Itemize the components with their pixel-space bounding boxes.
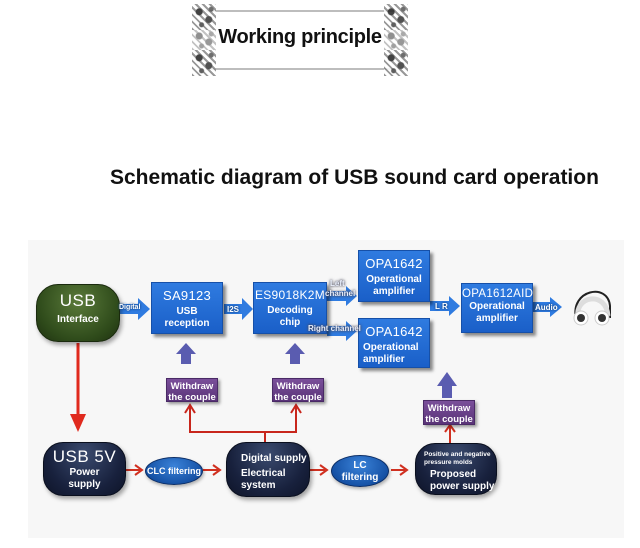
opa1612-title: OPA1612AID	[462, 288, 534, 300]
ornament-side-icon	[384, 30, 408, 50]
title-badge: Working principle	[192, 4, 408, 76]
ornament-corner-icon	[192, 4, 216, 30]
label-digital: Digital	[119, 304, 141, 311]
usb-5v-subtitle-2: supply	[68, 479, 101, 490]
usb-interface-subtitle: Interface	[57, 314, 99, 325]
arrow-up-es9018	[285, 343, 305, 364]
ornament-side-icon	[192, 30, 216, 50]
bipolar-supply-line1: Positive and negative	[424, 451, 491, 458]
badge-title: Working principle	[218, 26, 382, 48]
arrow-up-sa9123	[176, 343, 196, 364]
lc-filter-line1: LC	[353, 460, 367, 471]
digital-supply-node: Digital supply Electrical system	[226, 442, 310, 497]
arrow-usb-to-5v-head	[70, 414, 86, 432]
opa1642-right-subtitle-2: amplifier	[363, 354, 405, 365]
ornament-corner-icon	[384, 4, 408, 30]
arrow-up-amplifier	[437, 372, 457, 398]
es9018-node: ES9018K2M Decoding chip	[253, 282, 327, 334]
bipolar-supply-line4: power supply	[430, 481, 495, 492]
label-right-channel: Right channel	[308, 324, 361, 333]
usb-interface-node: USB Interface	[36, 284, 120, 342]
usb-interface-title: USB	[59, 291, 97, 310]
label-lr: L R	[435, 302, 448, 311]
ornament-corner-icon	[192, 50, 216, 76]
label-channel: channel	[325, 289, 356, 298]
arrow-digital-to-decoupling	[189, 417, 297, 433]
label-i2s: I2S	[227, 305, 240, 314]
arrowhead-digital-to-lc	[319, 464, 329, 476]
arrowhead-5v-to-clc	[134, 464, 144, 476]
opa1612-subtitle-2: amplifier	[476, 313, 518, 324]
arrowhead-clc-to-digital	[212, 464, 222, 476]
headphones-icon	[573, 290, 611, 326]
es9018-title: ES9018K2M	[254, 288, 326, 302]
opa1642-left-subtitle-1: Operational	[366, 274, 422, 285]
arrowhead-bipolar-to-decoupling	[444, 423, 456, 433]
digital-supply-line3: system	[241, 480, 276, 491]
opa1642-left-node: OPA1642 Operational amplifier	[358, 250, 430, 302]
opa1642-left-subtitle-2: amplifier	[373, 286, 415, 297]
clc-filter-node: CLC filtering	[145, 457, 203, 485]
decoupling-sa9123-line2: the couple	[168, 392, 216, 403]
digital-supply-line2: Electrical	[241, 468, 286, 479]
bipolar-supply-line3: Proposed	[430, 469, 477, 480]
arrowhead-lc-to-bipolar	[399, 464, 409, 476]
ornament-corner-icon	[384, 50, 408, 76]
sa9123-title: SA9123	[162, 288, 212, 303]
opa1612-node: OPA1612AID Operational amplifier	[461, 283, 533, 333]
sa9123-node: SA9123 USB reception	[151, 282, 223, 334]
decoupling-amplifier-line1: Withdraw	[427, 403, 471, 414]
bipolar-supply-line2: pressure molds	[424, 459, 473, 466]
title-badge-frame	[206, 10, 394, 70]
usb-5v-title: USB 5V	[52, 447, 117, 466]
arrow-lr	[430, 296, 460, 316]
decoupling-amplifier: Withdraw the couple	[423, 400, 475, 425]
digital-supply-line1: Digital supply	[241, 453, 307, 464]
label-audio: Audio	[535, 303, 558, 312]
decoupling-amplifier-line2: the couple	[425, 414, 473, 425]
usb-5v-subtitle-1: Power	[69, 467, 100, 478]
lc-filter-node: LC filtering	[331, 455, 389, 487]
opa1642-right-title: OPA1642	[365, 324, 423, 339]
arrow-usb-to-sa9123	[118, 298, 150, 320]
opa1642-right-node: OPA1642 Operational amplifier	[358, 318, 430, 368]
bipolar-supply-node: Positive and negative pressure molds Pro…	[415, 443, 497, 495]
opa1642-right-subtitle-1: Operational	[363, 342, 419, 353]
decoupling-sa9123: Withdraw the couple	[166, 378, 218, 403]
sa9123-subtitle-1: USB	[176, 306, 198, 317]
sa9123-subtitle-2: reception	[164, 318, 210, 329]
diagram-title: Schematic diagram of USB sound card oper…	[110, 166, 599, 189]
es9018-subtitle-2: chip	[279, 317, 301, 328]
es9018-subtitle-1: Decoding	[267, 305, 313, 316]
lc-filter-line2: filtering	[341, 472, 379, 483]
decoupling-es9018-line2: the couple	[274, 392, 322, 403]
opa1642-left-title: OPA1642	[365, 256, 423, 271]
arrow-right-channel	[327, 321, 357, 341]
arrow-sa9123-to-es9018	[224, 298, 253, 320]
clc-filter-label: CLC filtering	[147, 466, 201, 476]
decoupling-sa9123-line1: Withdraw	[170, 381, 214, 392]
opa1612-subtitle-1: Operational	[469, 301, 525, 312]
decoupling-es9018: Withdraw the couple	[272, 378, 324, 403]
usb-5v-node: USB 5V Power supply	[43, 442, 126, 496]
arrow-audio	[532, 297, 562, 317]
arrow-left-channel	[327, 286, 357, 306]
label-left: Left	[330, 279, 345, 288]
decoupling-es9018-line1: Withdraw	[276, 381, 320, 392]
